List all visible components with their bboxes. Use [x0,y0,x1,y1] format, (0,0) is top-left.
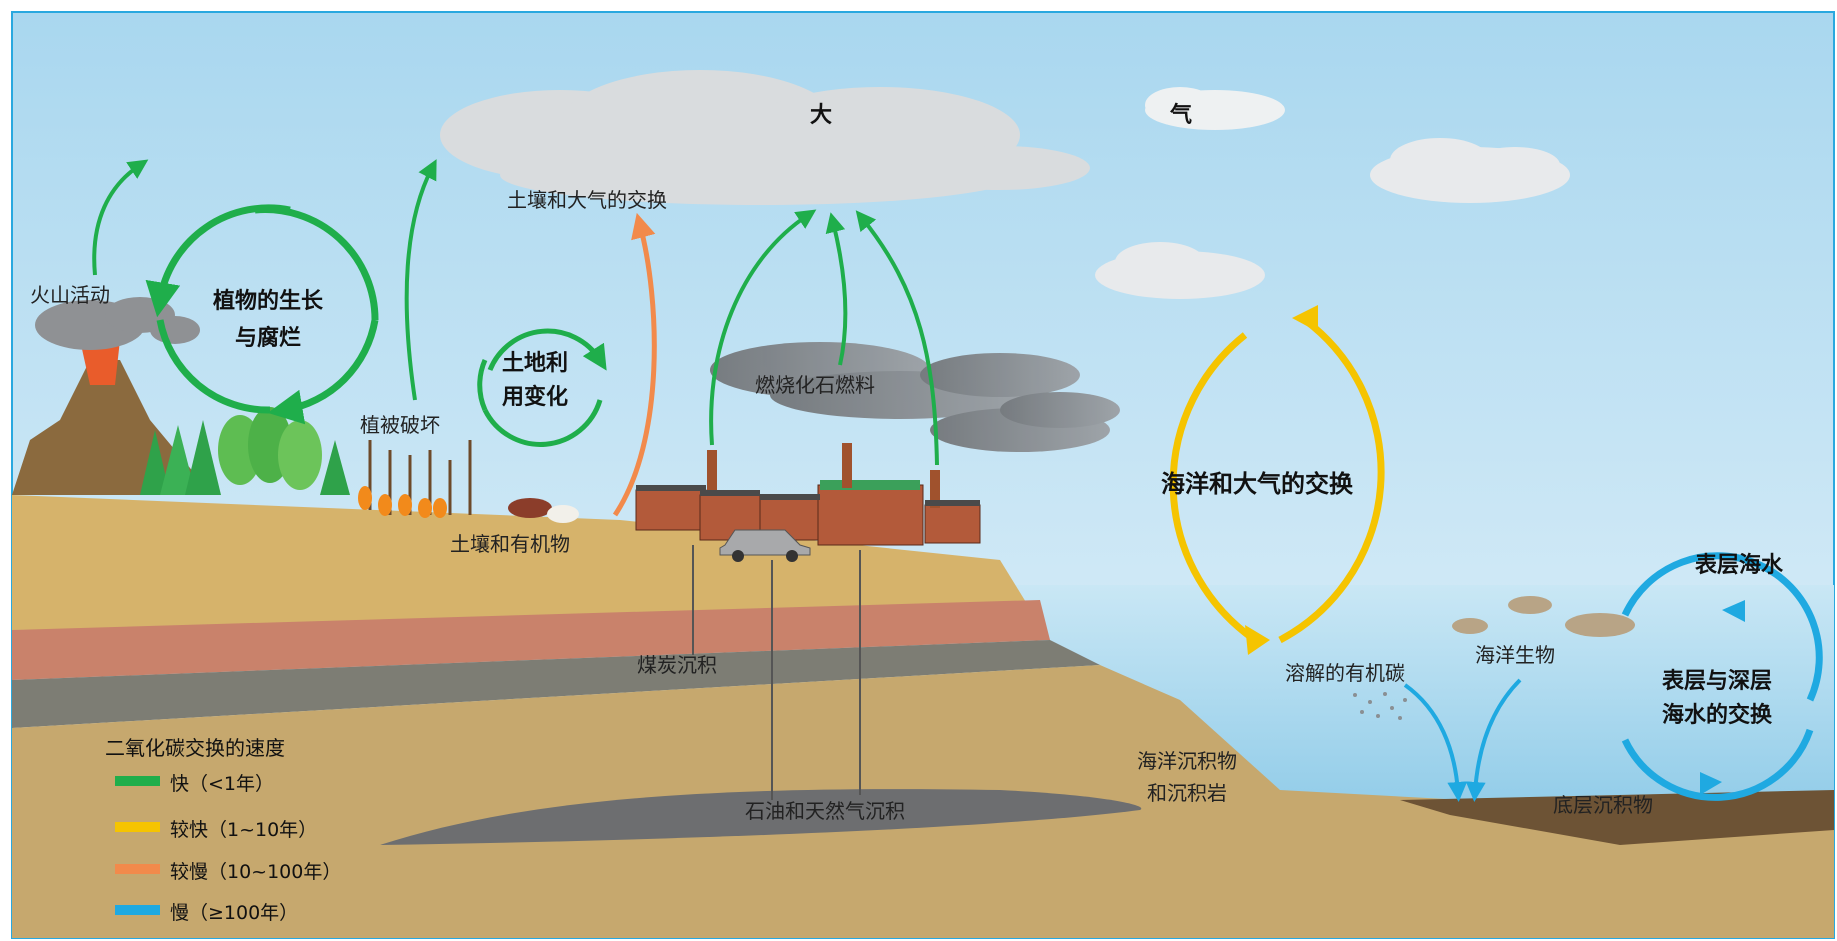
surface-water-label: 表层海水 [1695,552,1784,578]
legend: 二氧化碳交换的速度 快（<1年） 较快（1~10年） 较慢（10~100年） 慢… [105,736,341,924]
fossil-fuel-label: 燃烧化石燃料 [755,373,875,397]
ocean-sediment-label-2: 和沉积岩 [1147,781,1227,805]
plant-cycle-arc-bottom [156,319,271,414]
marine-life-label: 海洋生物 [1475,643,1555,667]
sheep [547,505,579,523]
landuse-cycle-left [477,358,488,412]
volcano-label: 火山活动 [30,283,110,307]
deep-cycle-arrowhead-bottom [1700,772,1722,795]
legend-title: 二氧化碳交换的速度 [105,736,285,760]
deep-cycle-bottom [1621,728,1814,801]
deep-cycle-top [1621,552,1823,702]
red-layer [12,600,1050,680]
topsoil-layer [12,495,1040,630]
ocean-sediment-label-1: 海洋沉积物 [1137,749,1237,773]
dissolved-particles [1353,692,1407,720]
fossil-arrow-3 [855,210,939,466]
vegetation-arrow [404,159,437,401]
soil-organic-label: 土壤和有机物 [450,532,570,556]
marine-fish [1452,596,1635,637]
legend-item-fast: 快（<1年） [170,773,274,795]
forest [140,407,350,495]
legend-swatch-medium [115,822,160,832]
car [719,529,811,562]
deep-exchange-label-2: 海水的交换 [1662,702,1773,728]
ocean-cycle-arrowhead-left [1245,625,1270,655]
plant-cycle-label-2: 与腐烂 [235,325,301,351]
soil-atmosphere-arrow [612,212,657,517]
coal-label: 煤炭沉积 [637,653,717,677]
plant-cycle-arc-bottom-right [267,319,379,425]
marine-arrow [1465,678,1522,802]
fossil-arrow-1 [709,209,817,446]
legend-item-very-slow: 慢（≥100年） [170,902,298,924]
legend-item-medium: 较快（1~10年） [170,819,317,841]
plant-cycle-label-1: 植物的生长 [213,288,324,314]
smoke [710,342,1120,452]
vegetation-destruction-label: 植被破坏 [360,413,440,437]
cloud-large [440,70,1090,205]
ocean-atmosphere-label: 海洋和大气的交换 [1161,470,1354,498]
land-use-label-2: 用变化 [502,384,568,410]
legend-swatch-slow [115,864,160,874]
factory [635,443,981,546]
bottom-sediment-label: 底层沉积物 [1553,793,1653,817]
fossil-arrow-2 [825,212,848,366]
ocean-cycle-arrowhead-top [1292,305,1318,332]
land-use-label-1: 土地利 [502,351,568,376]
legend-swatch-fast [115,776,160,786]
oil-gas-deposit [380,789,1142,845]
volcano-lava [80,340,120,385]
plant-cycle-arc-top-left [145,204,291,318]
pipes [692,545,861,800]
legend-item-slow: 较慢（10~100年） [170,861,341,883]
dissolved-carbon-label: 溶解的有机碳 [1285,661,1405,685]
cloud-small-3 [1095,242,1265,299]
cloud-small-2 [1370,138,1570,203]
legend-swatch-very-slow [115,905,160,915]
ocean-cycle-right [1278,317,1385,644]
coal-layer [12,640,1100,728]
volcano-arrow [92,159,149,276]
oil-gas-label: 石油和天然气沉积 [745,799,905,823]
deep-cycle-arrowhead-top [1722,600,1745,622]
soil-atmosphere-label: 土壤和大气的交换 [507,188,667,212]
atmosphere-label-1: 大 [810,103,832,128]
landuse-cycle-bottom [482,399,603,447]
ocean-cycle-left [1169,332,1257,643]
bottom-sediment-layer [1400,790,1834,845]
horse [508,498,552,518]
deep-exchange-label-1: 表层与深层 [1662,669,1772,694]
cloud-small-1 [1145,87,1285,130]
fire [358,486,447,518]
dissolved-arrow [1403,683,1468,802]
landuse-cycle-top [487,328,607,371]
atmosphere-label-2: 气 [1169,102,1192,128]
